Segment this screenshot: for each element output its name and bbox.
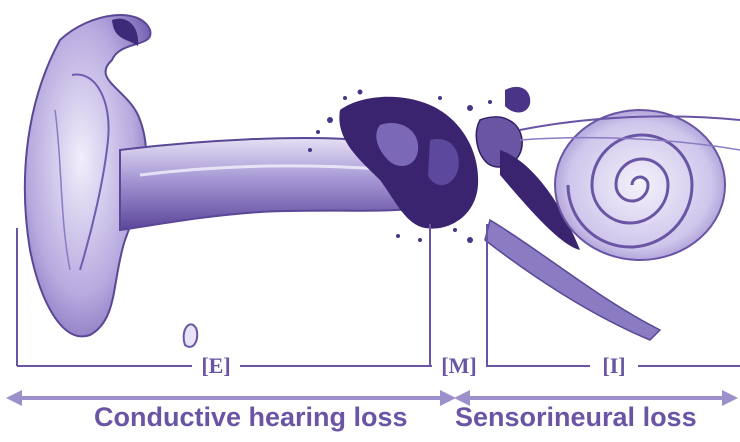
segment-label-outer: [E] xyxy=(201,353,230,378)
caption-sensorineural-loss: Sensorineural loss xyxy=(455,400,697,434)
arrow-right-icon xyxy=(722,390,738,406)
caption-conductive-hearing-loss: Conductive hearing loss xyxy=(94,400,408,434)
segment-label-middle: [M] xyxy=(441,353,476,378)
segment-label-inner: [I] xyxy=(602,353,625,378)
arrow-left-icon xyxy=(6,390,22,406)
cochlea xyxy=(520,110,740,260)
arrow-right-icon xyxy=(440,390,456,406)
